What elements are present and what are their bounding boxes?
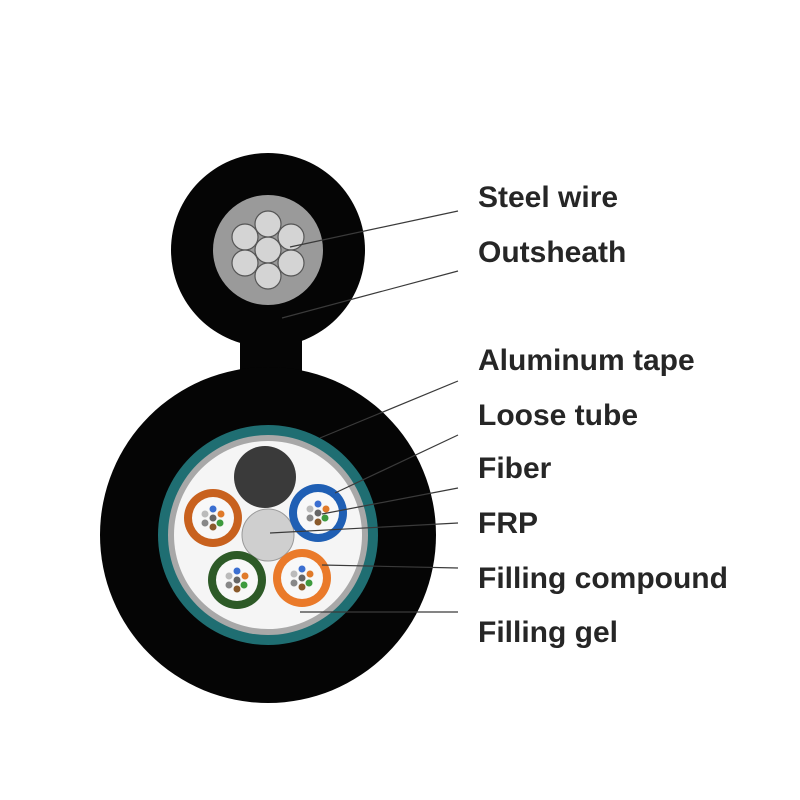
- leader-loose-tube: [334, 434, 459, 494]
- leader-fiber: [321, 487, 459, 515]
- steel-strand: [254, 210, 282, 238]
- steel-strand: [277, 249, 305, 277]
- leader-lines: [269, 210, 459, 613]
- steel-strand: [254, 236, 282, 264]
- loose-tube: [289, 484, 347, 542]
- steel-wire-strands: [231, 210, 305, 290]
- fiber-bundle: [290, 565, 314, 591]
- label-outsheath: Outsheath: [478, 236, 626, 269]
- steel-strand: [254, 262, 282, 290]
- loose-tube: [208, 551, 266, 609]
- label-loose-tube: Loose tube: [478, 399, 638, 432]
- leader-steel-wire: [289, 210, 459, 248]
- label-filling-compound: Filling compound: [478, 562, 728, 595]
- label-fiber: Fiber: [478, 452, 552, 485]
- loose-tube: [184, 489, 242, 547]
- fiber-bundle: [306, 500, 330, 526]
- steel-strand: [231, 223, 259, 251]
- labels: Steel wire Outsheath Aluminum tape Loose…: [478, 181, 728, 649]
- messenger-section: [171, 153, 365, 390]
- fiber-bundle: [201, 505, 225, 531]
- leader-filling-compound: [321, 564, 459, 569]
- leader-outsheath: [281, 270, 459, 319]
- filler-rod: [234, 446, 296, 508]
- main-cable-section: [100, 367, 436, 703]
- leader-frp: [269, 522, 459, 534]
- steel-strand: [277, 223, 305, 251]
- steel-strand: [231, 249, 259, 277]
- label-steel-wire: Steel wire: [478, 181, 618, 214]
- leader-aluminum-tape: [319, 380, 459, 439]
- label-aluminum-tape: Aluminum tape: [478, 344, 695, 377]
- label-filling-gel: Filling gel: [478, 616, 618, 649]
- frp-core: [241, 508, 295, 562]
- label-frp: FRP: [478, 507, 538, 540]
- loose-tube: [273, 549, 331, 607]
- fiber-bundle: [225, 567, 249, 593]
